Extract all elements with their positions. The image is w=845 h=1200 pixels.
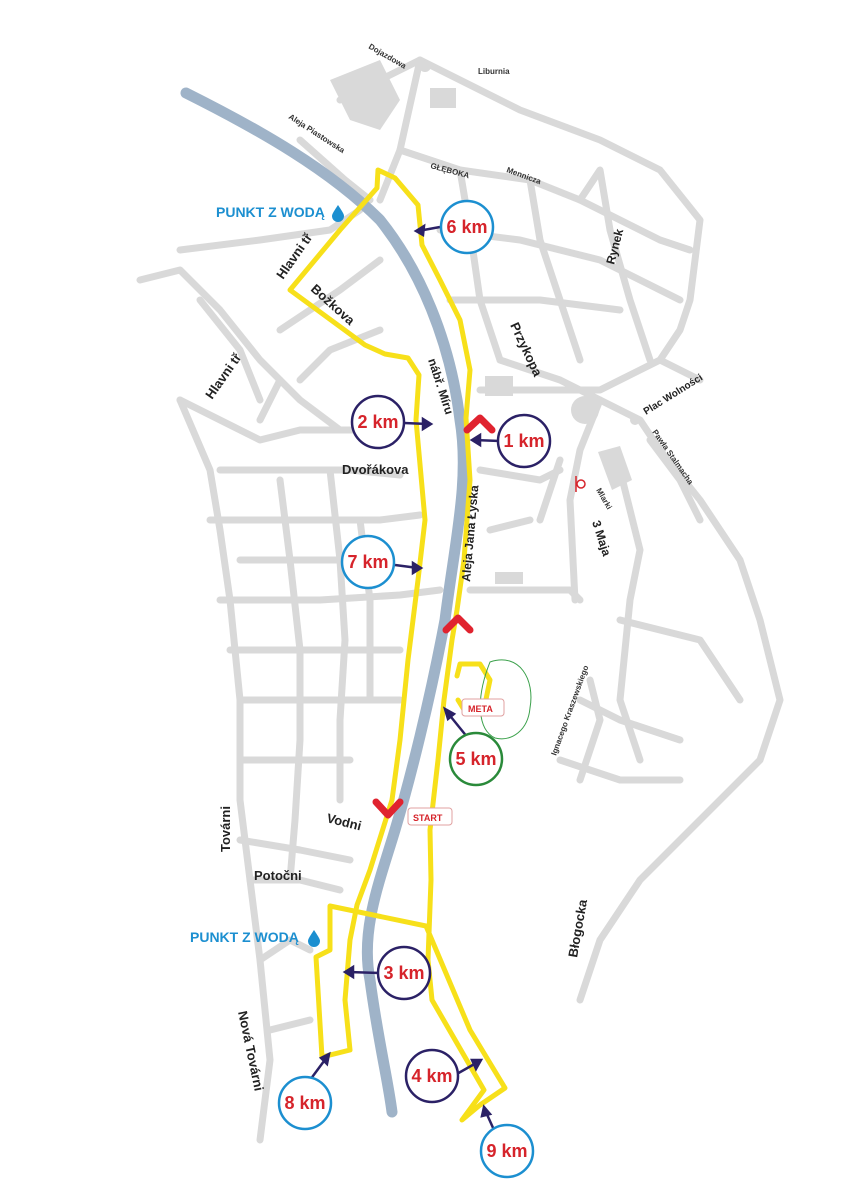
street-label-dvorakova: Dvořákova xyxy=(342,462,409,477)
start-tag: START xyxy=(407,807,453,826)
km-marker-3-label: 3 km xyxy=(383,963,424,983)
water-drop-icon xyxy=(332,205,344,222)
km-marker-8-label: 8 km xyxy=(284,1093,325,1113)
street-label-potocni: Potočni xyxy=(254,868,302,883)
street-label-hlavni-tr-west: Hlavni tř xyxy=(202,350,245,402)
chevron-up-2 xyxy=(442,614,474,634)
km-marker-5: 5 km xyxy=(448,731,504,787)
km-marker-1-label: 1 km xyxy=(503,431,544,451)
water-point-north: PUNKT Z WODĄ xyxy=(216,204,344,222)
chevron-down-start xyxy=(372,798,404,819)
street-label-blogocka: Błogocka xyxy=(565,898,590,959)
chevron-up-1 xyxy=(463,414,496,434)
street-label-mlarki: Mlarki xyxy=(594,487,613,512)
km-marker-6: 6 km xyxy=(439,199,495,255)
river xyxy=(180,87,469,1118)
km-marker-8: 8 km xyxy=(277,1075,333,1131)
street-label-3-maja: 3 Maja xyxy=(589,519,614,559)
water-point-north-label: PUNKT Z WODĄ xyxy=(216,204,325,220)
meta-tag: META xyxy=(461,698,505,717)
km-marker-4: 4 km xyxy=(404,1048,460,1104)
direction-chevrons xyxy=(372,414,496,819)
km-marker-4-label: 4 km xyxy=(411,1066,452,1086)
street-label-pawla-stalmacha: Pawła Stalmacha xyxy=(650,428,695,487)
km-marker-9: 9 km xyxy=(479,1123,535,1179)
km-marker-2-label: 2 km xyxy=(357,412,398,432)
water-point-south-label: PUNKT Z WODĄ xyxy=(190,929,299,945)
km-marker-3: 3 km xyxy=(376,945,432,1001)
street-label-mennicza: Mennicza xyxy=(505,165,542,186)
km-marker-6-label: 6 km xyxy=(446,217,487,237)
building-blocks xyxy=(330,60,640,584)
water-drop-icon xyxy=(308,930,320,947)
street-label-kraszewskiego: Ignacego Kraszewskiego xyxy=(549,664,590,757)
street-label-nova-tovarni: Nová Továrni xyxy=(235,1010,267,1093)
street-label-tovarni: Továrni xyxy=(218,806,233,852)
water-point-south: PUNKT Z WODĄ xyxy=(190,929,320,947)
street-network xyxy=(136,56,784,1144)
street-label-rynek: Rynek xyxy=(603,227,626,266)
km-marker-2: 2 km xyxy=(350,394,406,450)
landmark-icon xyxy=(575,476,586,492)
street-label-liburnia: Liburnia xyxy=(478,67,510,76)
meta-tag-label: META xyxy=(468,704,493,714)
km-marker-7-label: 7 km xyxy=(347,552,388,572)
km-marker-1: 1 km xyxy=(496,413,552,469)
start-tag-label: START xyxy=(413,813,443,823)
km-marker-5-label: 5 km xyxy=(455,749,496,769)
km-marker-7: 7 km xyxy=(340,534,396,590)
street-label-plac-wolnosci: Plac Wolności xyxy=(642,372,705,417)
km-marker-9-label: 9 km xyxy=(486,1141,527,1161)
street-label-vodni: Vodni xyxy=(325,810,363,833)
